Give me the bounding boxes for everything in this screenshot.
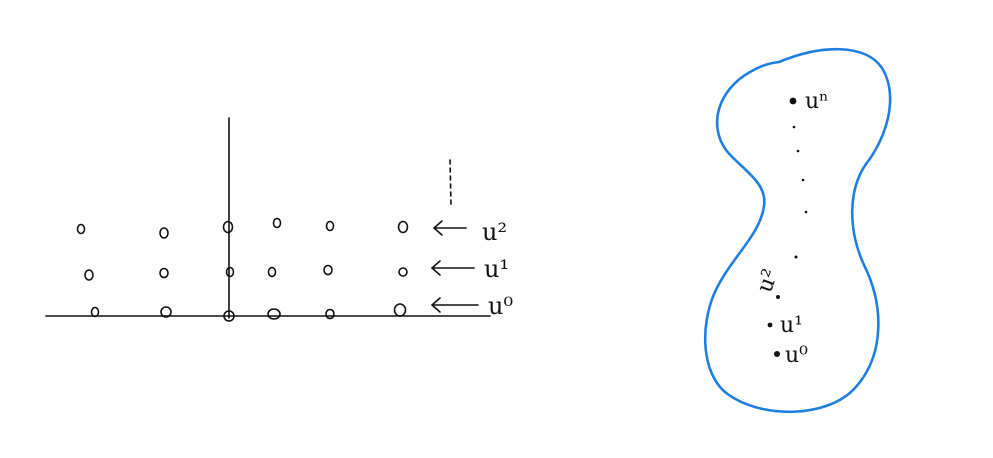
lattice-point xyxy=(76,223,86,235)
lattice-diagram xyxy=(45,117,491,322)
arrow-left-icon xyxy=(432,220,467,236)
lattice-point xyxy=(325,308,335,320)
lattice-point xyxy=(325,220,335,232)
point-un xyxy=(789,97,797,105)
sequence-dot xyxy=(794,255,798,259)
lattice-point xyxy=(160,306,172,318)
lattice-point xyxy=(393,303,407,317)
blob-label-u2: u² xyxy=(752,266,783,296)
blob-outline xyxy=(703,47,892,414)
lattice-point xyxy=(223,310,235,322)
blob-label-u0: u⁰ xyxy=(785,343,808,368)
blob-labels: uⁿ u² u¹ u⁰ xyxy=(752,89,828,368)
lattice-point xyxy=(90,306,100,318)
blob-label-u1: u¹ xyxy=(780,313,803,338)
lattice-point xyxy=(398,267,408,277)
continuation-dashes xyxy=(449,159,452,205)
sequence-dot xyxy=(804,210,808,214)
lattice-point xyxy=(159,267,169,279)
point-u2 xyxy=(776,295,780,299)
arrow-left-icon xyxy=(430,297,479,313)
point-u1 xyxy=(767,322,773,328)
lattice-point xyxy=(267,266,277,278)
lattice-point xyxy=(323,264,333,276)
lattice-label-u1: u¹ xyxy=(484,255,509,283)
sequence-dot xyxy=(792,125,796,129)
lattice-label-u0: u⁰ xyxy=(488,292,513,320)
lattice-point xyxy=(159,227,169,239)
point-u0 xyxy=(774,351,780,357)
lattice-row-u1-points xyxy=(84,264,408,281)
lattice-label-u2: u² xyxy=(482,218,507,246)
sequence-dot xyxy=(801,178,805,182)
lattice-labels: u² u¹ u⁰ xyxy=(482,218,513,320)
lattice-row-u0-points xyxy=(90,303,407,322)
lattice-point xyxy=(267,308,281,320)
lattice-point xyxy=(225,266,235,278)
blob-points xyxy=(767,97,808,357)
blob-label-un: uⁿ xyxy=(805,89,829,114)
sequence-dot xyxy=(796,149,800,153)
blob-diagram: uⁿ u² u¹ u⁰ xyxy=(703,47,892,414)
lattice-point xyxy=(84,269,94,281)
lattice-point xyxy=(272,217,282,229)
lattice-point xyxy=(222,220,234,234)
row-arrows xyxy=(430,220,479,313)
lattice-point xyxy=(397,220,409,234)
lattice-row-u2-points xyxy=(76,217,409,239)
arrow-left-icon xyxy=(430,260,475,276)
